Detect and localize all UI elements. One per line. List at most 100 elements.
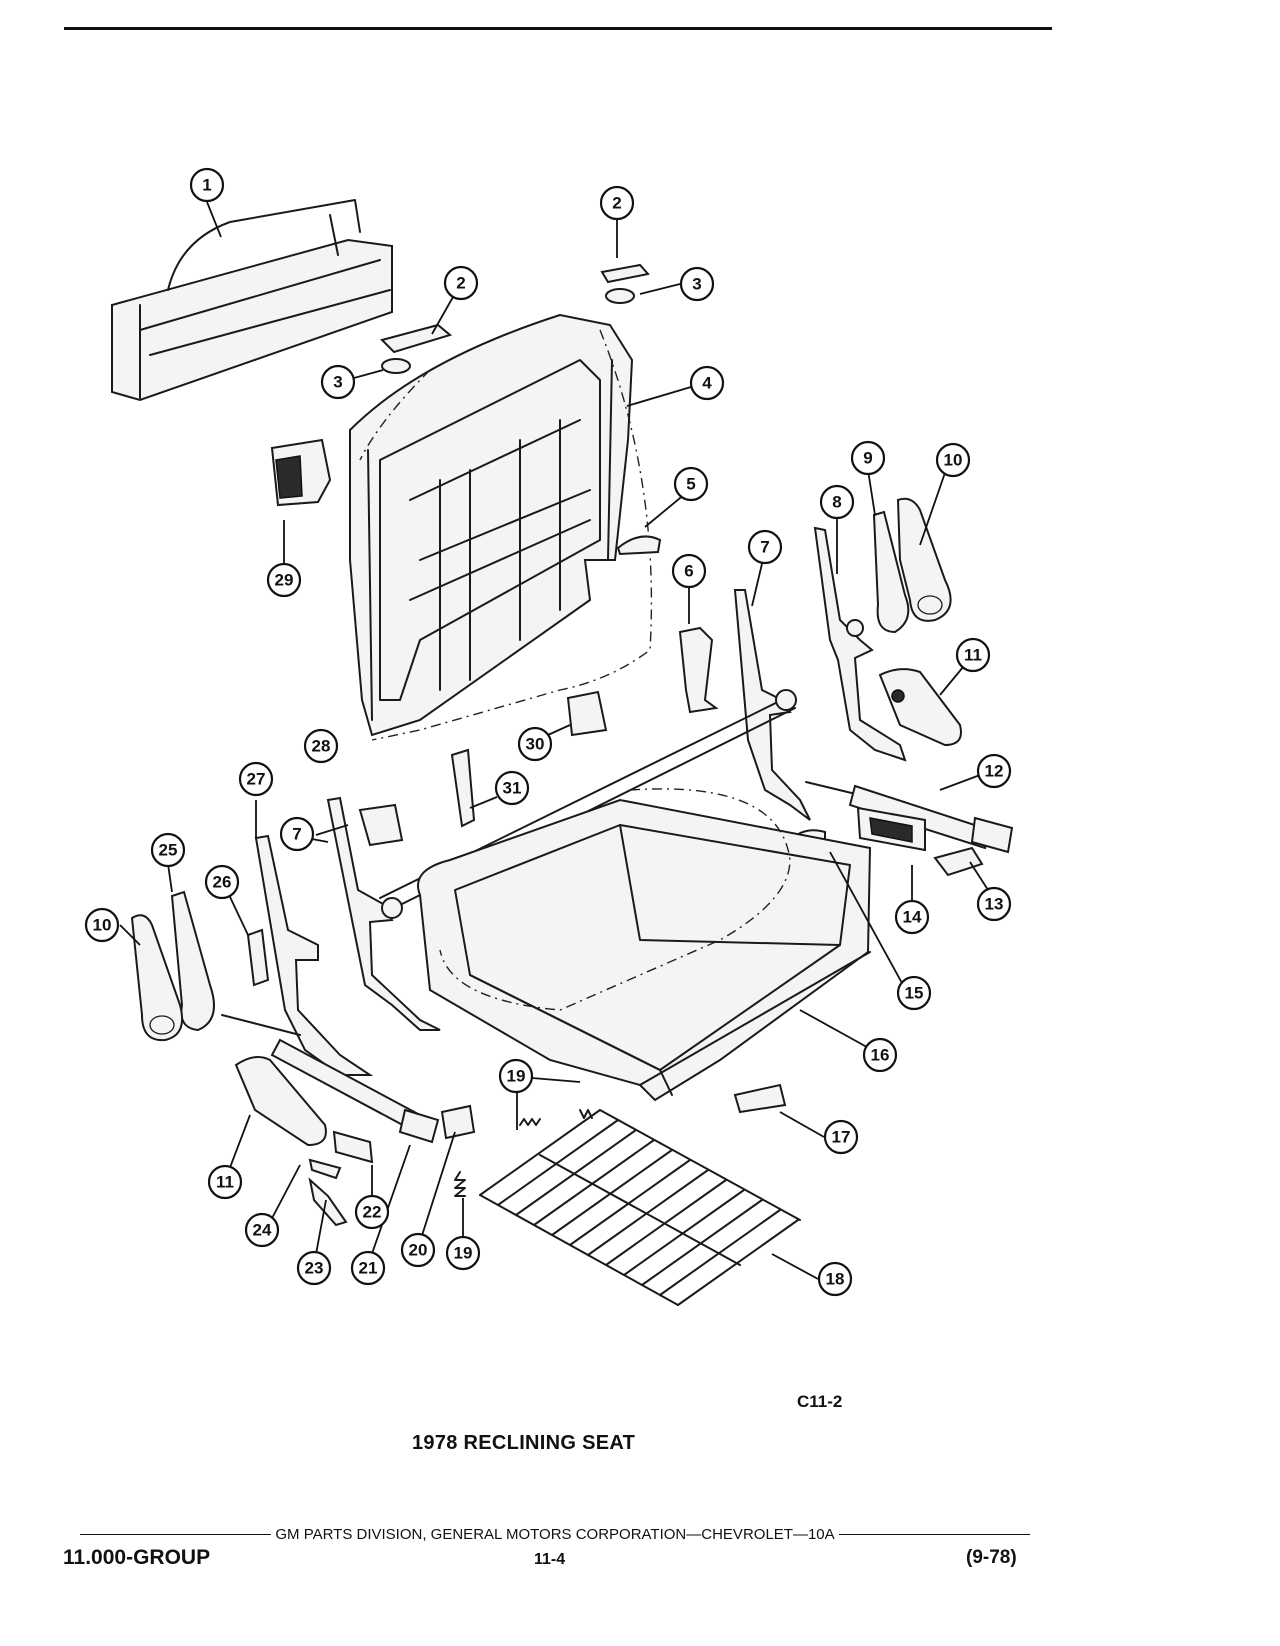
part-28-bracket-left [358, 803, 404, 847]
svg-text:26: 26 [213, 873, 232, 892]
part-12-cylinder-left [221, 1014, 440, 1144]
svg-text:2: 2 [612, 194, 621, 213]
part-9-lever-right [872, 510, 910, 634]
svg-text:19: 19 [454, 1244, 473, 1263]
svg-text:11: 11 [964, 646, 982, 665]
part-10-cover-right [896, 497, 952, 622]
svg-text:13: 13 [985, 895, 1004, 914]
svg-text:6: 6 [684, 562, 693, 581]
callout-2-left: 2 [443, 265, 479, 301]
svg-text:27: 27 [247, 770, 266, 789]
svg-text:2: 2 [456, 274, 465, 293]
revision-date: (9-78) [966, 1547, 1017, 1568]
page-number: 11-4 [534, 1551, 566, 1568]
part-30-bracket [566, 690, 608, 737]
callout-5: 5 [673, 466, 709, 502]
svg-text:17: 17 [832, 1128, 851, 1147]
callout-17: 17 [823, 1119, 859, 1155]
callout-21: 21 [350, 1250, 386, 1286]
part-11-cover-right [878, 668, 962, 747]
svg-text:19: 19 [507, 1067, 526, 1086]
svg-text:4: 4 [702, 374, 712, 393]
svg-text:15: 15 [905, 984, 924, 1003]
callout-1: 1 [189, 167, 225, 203]
part-5-cover [616, 535, 662, 556]
callout-8: 8 [819, 484, 855, 520]
callout-3-right: 3 [679, 266, 715, 302]
svg-text:18: 18 [826, 1270, 845, 1289]
part-26-plate-left [246, 928, 270, 987]
svg-text:11: 11 [216, 1173, 234, 1192]
svg-text:10: 10 [93, 916, 112, 935]
callout-24: 24 [244, 1212, 280, 1248]
part-19-spring-b [454, 1171, 466, 1197]
part-12-cylinder-right [805, 781, 1014, 854]
callout-13: 13 [976, 886, 1012, 922]
top-rule [64, 27, 1052, 30]
part-1-headrest-cap [111, 199, 393, 402]
svg-text:29: 29 [275, 571, 294, 590]
publisher-line: GM PARTS DIVISION, GENERAL MOTORS CORPOR… [80, 1526, 1031, 1543]
part-19-spring-a [519, 1109, 593, 1126]
callout-4: 4 [689, 365, 725, 401]
part-2-escutcheon-right [600, 263, 650, 284]
svg-text:28: 28 [312, 737, 331, 756]
svg-text:1: 1 [202, 176, 211, 195]
part-6-bracket [678, 626, 719, 714]
part-14-plate [856, 806, 926, 852]
callout-7-right: 7 [747, 529, 783, 565]
callout-20: 20 [400, 1232, 436, 1268]
svg-text:22: 22 [363, 1203, 382, 1222]
svg-text:25: 25 [159, 841, 178, 860]
svg-text:16: 16 [871, 1046, 890, 1065]
part-3-guide-left [381, 358, 411, 374]
callout-11-left: 11 [207, 1164, 243, 1200]
part-10-cover-left [130, 914, 184, 1042]
part-22-plate-left [332, 1130, 374, 1164]
svg-text:23: 23 [305, 1259, 324, 1278]
svg-text:10: 10 [944, 451, 963, 470]
svg-text:7: 7 [292, 825, 301, 844]
callout-23: 23 [296, 1250, 332, 1286]
callout-19-top: 19 [498, 1058, 534, 1094]
callout-16: 16 [862, 1037, 898, 1073]
svg-text:31: 31 [503, 779, 522, 798]
callout-31: 31 [494, 770, 530, 806]
svg-text:14: 14 [903, 908, 922, 927]
publisher-rule-right [838, 1534, 1031, 1535]
svg-text:3: 3 [333, 373, 342, 392]
svg-text:7: 7 [760, 538, 769, 557]
part-11-cover-left [234, 1055, 327, 1147]
callout-25: 25 [150, 832, 186, 868]
part-29-handle [270, 438, 332, 507]
svg-text:3: 3 [692, 275, 701, 294]
publisher-text: GM PARTS DIVISION, GENERAL MOTORS CORPOR… [275, 1526, 835, 1543]
callout-29: 29 [266, 562, 302, 598]
part-16-seat-frame [417, 788, 872, 1102]
svg-text:24: 24 [253, 1221, 272, 1240]
part-2-escutcheon-left [380, 323, 453, 354]
svg-text:9: 9 [863, 449, 872, 468]
callout-12-right: 12 [976, 753, 1012, 789]
group-number: 11.000-GROUP [63, 1546, 211, 1569]
publisher-rule-left [80, 1534, 272, 1535]
callout-19-bottom: 19 [445, 1235, 481, 1271]
part-18-spring-grid [479, 1109, 801, 1306]
callout-7-left: 7 [279, 816, 315, 852]
callout-2-right: 2 [599, 185, 635, 221]
svg-text:8: 8 [832, 493, 841, 512]
callout-9: 9 [850, 440, 886, 476]
part-27-link-left [254, 834, 374, 1076]
part-7-hinge-left [326, 796, 441, 1031]
callout-3-left: 3 [320, 364, 356, 400]
svg-text:20: 20 [409, 1241, 428, 1260]
callout-14: 14 [894, 899, 930, 935]
callout-28: 28 [303, 728, 339, 764]
part-4-seatback-frame [349, 313, 653, 741]
part-31-bracket [450, 748, 476, 828]
figure-title: 1978 RECLINING SEAT [412, 1432, 636, 1454]
callout-30: 30 [517, 726, 553, 762]
svg-text:5: 5 [686, 475, 695, 494]
callout-6: 6 [671, 553, 707, 589]
